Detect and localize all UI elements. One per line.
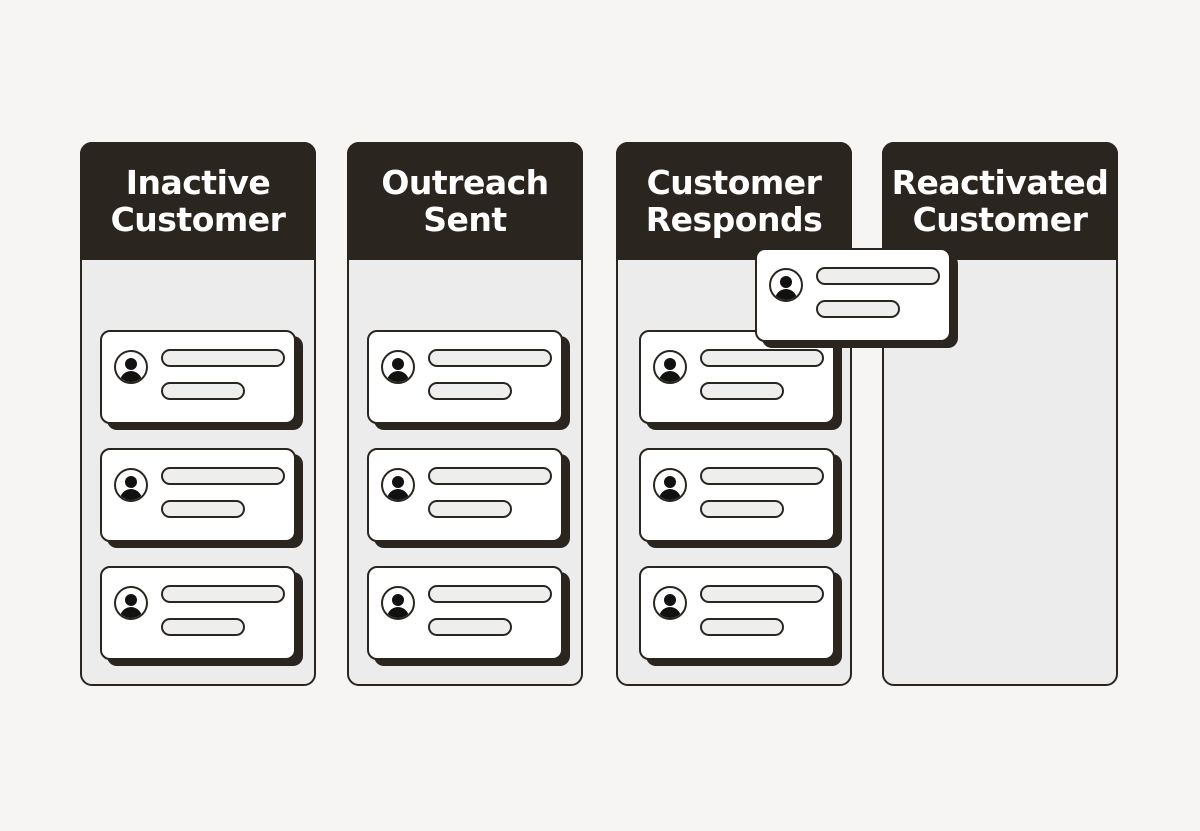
user-avatar-icon	[653, 586, 687, 620]
customer-card[interactable]	[639, 448, 835, 542]
customer-card[interactable]	[367, 566, 563, 660]
placeholder-line	[161, 349, 285, 367]
column-outreach-sent: Outreach Sent	[347, 142, 583, 686]
user-avatar-icon	[653, 350, 687, 384]
column-customer-responds: Customer Responds	[616, 142, 852, 686]
customer-card[interactable]	[100, 330, 296, 424]
placeholder-line	[700, 467, 824, 485]
user-avatar-icon	[769, 268, 803, 302]
user-avatar-icon	[114, 586, 148, 620]
customer-card[interactable]	[100, 566, 296, 660]
placeholder-line	[161, 585, 285, 603]
column-reactivated-customer: Reactivated Customer	[882, 142, 1118, 686]
customer-card[interactable]	[100, 448, 296, 542]
column-header: Reactivated Customer	[882, 142, 1118, 260]
placeholder-line	[161, 618, 245, 636]
placeholder-line	[428, 349, 552, 367]
column-inactive-customer: Inactive Customer	[80, 142, 316, 686]
placeholder-line	[700, 585, 824, 603]
column-header: Customer Responds	[616, 142, 852, 260]
placeholder-line	[700, 618, 784, 636]
column-title: Inactive Customer	[110, 163, 286, 239]
placeholder-line	[700, 382, 784, 400]
customer-card[interactable]	[367, 448, 563, 542]
user-avatar-icon	[381, 468, 415, 502]
column-header: Outreach Sent	[347, 142, 583, 260]
placeholder-line	[161, 467, 285, 485]
placeholder-line	[816, 300, 900, 318]
placeholder-line	[161, 500, 245, 518]
placeholder-line	[816, 267, 940, 285]
user-avatar-icon	[114, 350, 148, 384]
placeholder-line	[700, 349, 824, 367]
column-header: Inactive Customer	[80, 142, 316, 260]
user-avatar-icon	[653, 468, 687, 502]
placeholder-line	[428, 585, 552, 603]
customer-card[interactable]	[639, 330, 835, 424]
placeholder-line	[428, 467, 552, 485]
column-title: Outreach Sent	[381, 163, 549, 239]
placeholder-line	[161, 382, 245, 400]
user-avatar-icon	[381, 586, 415, 620]
placeholder-line	[428, 618, 512, 636]
user-avatar-icon	[114, 468, 148, 502]
dragging-customer-card[interactable]	[755, 248, 951, 342]
column-title: Customer Responds	[645, 163, 823, 239]
customer-card[interactable]	[367, 330, 563, 424]
placeholder-line	[428, 500, 512, 518]
placeholder-line	[428, 382, 512, 400]
customer-card[interactable]	[639, 566, 835, 660]
column-title: Reactivated Customer	[891, 163, 1109, 239]
user-avatar-icon	[381, 350, 415, 384]
placeholder-line	[700, 500, 784, 518]
